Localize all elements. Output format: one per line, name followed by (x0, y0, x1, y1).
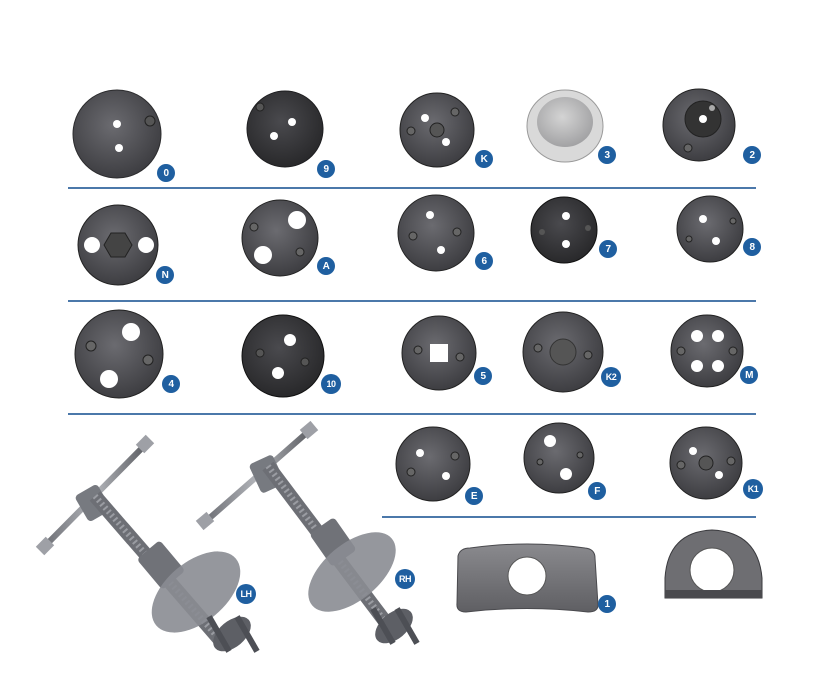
disc-8 (676, 195, 744, 263)
badge-K: K (475, 150, 493, 168)
tool-RH (195, 420, 420, 645)
badge-RH: RH (395, 569, 415, 589)
disc-K (399, 92, 475, 168)
disc-M (670, 314, 744, 388)
row-divider-1 (68, 187, 756, 189)
badge-0: 0 (157, 164, 175, 182)
badge-E: E (465, 487, 483, 505)
badge-K1: K1 (743, 479, 763, 499)
disc-0 (72, 89, 162, 179)
disc-E (395, 426, 471, 502)
disc-K1 (669, 426, 743, 500)
disc-5 (401, 315, 477, 391)
disc-10 (241, 314, 325, 398)
badge-A: A (317, 257, 335, 275)
disc-9 (246, 90, 324, 168)
badge-M: M (740, 366, 758, 384)
row-divider-3 (68, 413, 756, 415)
badge-LH: LH (236, 584, 256, 604)
badge-3: 3 (598, 146, 616, 164)
badge-2: 2 (743, 146, 761, 164)
disc-3 (526, 89, 604, 163)
plate-1 (456, 543, 599, 613)
disc-F (523, 422, 595, 494)
disc-4 (74, 309, 164, 399)
badge-1: 1 (598, 595, 616, 613)
disc-N (77, 204, 159, 286)
badge-5: 5 (474, 367, 492, 385)
badge-6: 6 (475, 252, 493, 270)
disc-K2 (522, 311, 604, 393)
badge-F: F (588, 482, 606, 500)
badge-8: 8 (743, 238, 761, 256)
badge-N: N (156, 266, 174, 284)
disc-7 (530, 196, 598, 264)
badge-4: 4 (162, 375, 180, 393)
badge-7: 7 (599, 240, 617, 258)
badge-K2: K2 (601, 367, 621, 387)
curved-plate (664, 529, 763, 599)
disc-2 (662, 88, 736, 162)
badge-9: 9 (317, 160, 335, 178)
tool-LH (35, 434, 260, 653)
disc-A (241, 199, 319, 277)
disc-6 (397, 194, 475, 272)
row-divider-2 (68, 300, 756, 302)
badge-10: 10 (321, 374, 341, 394)
row-divider-4 (382, 516, 756, 518)
